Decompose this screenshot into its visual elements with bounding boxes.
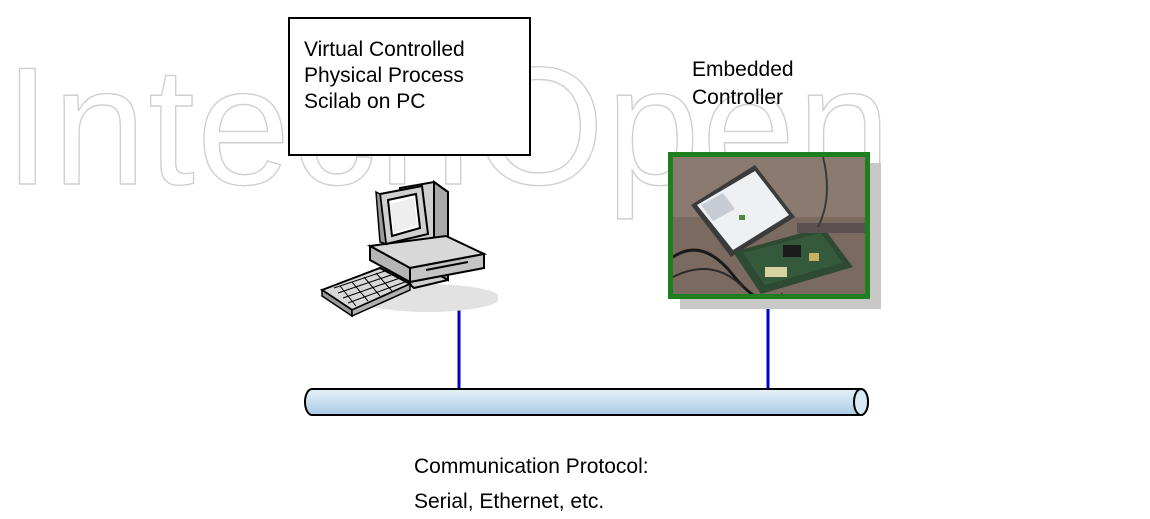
controller-label-line-1: Embedded [692,58,794,81]
pc-process-box: Virtual Controlled Physical Process Scil… [288,17,531,156]
communication-bus [304,388,869,416]
desktop-computer-icon [319,180,498,318]
protocol-caption: Communication Protocol: Serial, Ethernet… [414,449,649,519]
embedded-board-photo-icon [673,157,865,294]
pc-box-line-1: Virtual Controlled [304,38,465,61]
pc-box-line-2: Physical Process [304,64,464,87]
protocol-line-1: Communication Protocol: [414,455,649,478]
controller-photo-frame [668,152,870,299]
protocol-line-2: Serial, Ethernet, etc. [414,490,605,513]
pc-box-line-3: Scilab on PC [304,90,426,113]
controller-label: Embedded Controller [692,56,794,112]
controller-label-line-2: Controller [692,86,784,109]
